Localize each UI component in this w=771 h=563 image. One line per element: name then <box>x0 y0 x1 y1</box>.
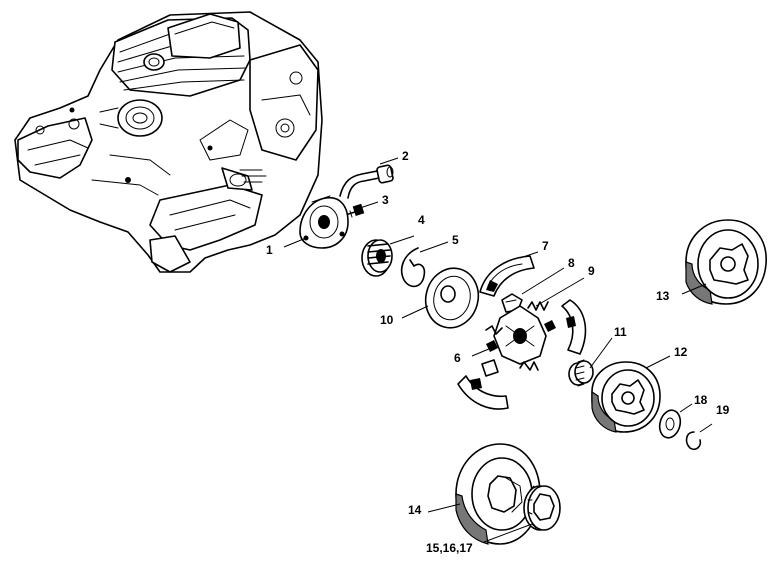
callout-14: 14 <box>408 503 422 517</box>
callout-labels: 1 2 3 4 5 6 7 8 9 10 11 12 13 14 15,16,1… <box>266 149 730 555</box>
part-5-spring-clip <box>400 247 426 288</box>
clutch-shoe-right <box>561 299 587 355</box>
part-4-worm-gear <box>361 239 393 277</box>
callout-15-16-17: 15,16,17 <box>426 541 473 555</box>
callout-3: 3 <box>382 193 389 207</box>
part-11-needle-bearing <box>568 359 594 387</box>
part-18-washer <box>658 409 682 439</box>
part-10-washer <box>424 267 480 329</box>
part-13-rim-sprocket-drum <box>685 219 767 305</box>
leader-lines <box>283 157 713 543</box>
clutch-shoe-bottom <box>457 359 509 410</box>
part-14-spur-sprocket-drum <box>455 443 541 545</box>
part-6-clutch-spider <box>485 305 556 371</box>
callout-5: 5 <box>452 233 459 247</box>
callout-4: 4 <box>418 213 425 227</box>
callout-18: 18 <box>694 393 708 407</box>
callout-7: 7 <box>542 239 549 253</box>
engine-housing <box>14 11 323 273</box>
part-1-oil-pump <box>299 195 349 249</box>
callout-1: 1 <box>266 243 273 257</box>
callout-11: 11 <box>614 325 627 339</box>
callout-8: 8 <box>568 256 575 270</box>
part-9-spring <box>527 301 549 311</box>
part-2-oil-fitting <box>339 164 394 199</box>
callout-9: 9 <box>588 264 595 278</box>
callout-2: 2 <box>402 149 409 163</box>
callout-12: 12 <box>674 345 688 359</box>
part-19-e-clip <box>685 431 702 451</box>
callout-10: 10 <box>380 313 394 327</box>
callout-6: 6 <box>454 351 461 365</box>
part-12-clutch-drum <box>591 361 661 433</box>
callout-19: 19 <box>716 403 730 417</box>
part-15-16-17-rim-sprocket <box>523 485 561 531</box>
part-7-clutch-shoe <box>479 255 535 297</box>
callout-13: 13 <box>656 289 670 303</box>
